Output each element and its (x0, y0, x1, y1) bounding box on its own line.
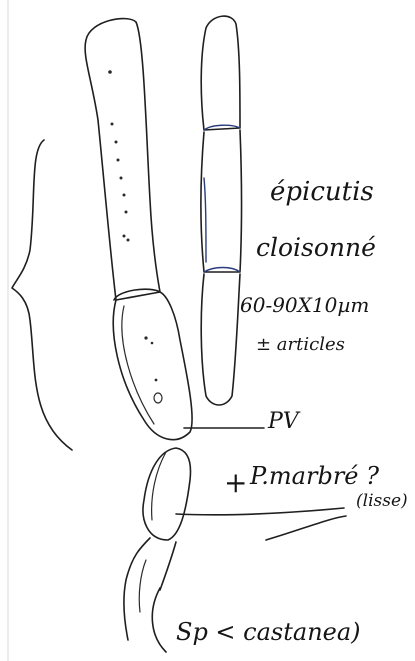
granule (125, 211, 128, 214)
granule (108, 70, 112, 74)
granule (117, 159, 120, 162)
curly-brace (12, 140, 72, 450)
hypha-cell-middle (201, 130, 242, 272)
hypha-left (85, 19, 192, 640)
cell-wall-blue (204, 178, 206, 262)
hypha-cell-lower (201, 274, 240, 405)
granule (123, 235, 126, 238)
hypha-cell-swollen (113, 292, 192, 440)
stem-inner (139, 560, 146, 612)
stem-left-edge (124, 538, 150, 640)
granule (115, 141, 118, 144)
label-dimensions: 60-90X10µm (240, 293, 369, 317)
underline-stroke (266, 516, 346, 540)
label-pv: PV (267, 409, 301, 434)
cell-wall-inner (152, 452, 166, 520)
granule (123, 194, 126, 197)
paren-bracket (152, 588, 166, 652)
label-cross: + (224, 466, 247, 499)
granule (151, 342, 154, 345)
hypha-right (201, 16, 242, 405)
stem-right-edge (160, 542, 176, 590)
label-lisse: (lisse) (356, 491, 408, 511)
cell-wall-inner (122, 306, 154, 424)
label-sp-castanea: Sp < castanea) (176, 618, 361, 646)
label-p-marbre: P.marbré ? (249, 462, 379, 490)
vesicle (154, 393, 162, 403)
granule (127, 239, 130, 242)
pointer-lisse (176, 508, 344, 515)
label-cloisonne: cloisonné (256, 233, 376, 262)
hypha-cell-terminal (85, 19, 160, 300)
granule (111, 123, 114, 126)
granule (144, 336, 147, 339)
hypha-cell-third (143, 448, 190, 540)
hypha-cell-apical (201, 16, 240, 130)
label-articles: ± articles (256, 334, 345, 355)
granule (120, 177, 123, 180)
granule (155, 379, 158, 382)
label-epicutis: épicutis (270, 177, 374, 207)
